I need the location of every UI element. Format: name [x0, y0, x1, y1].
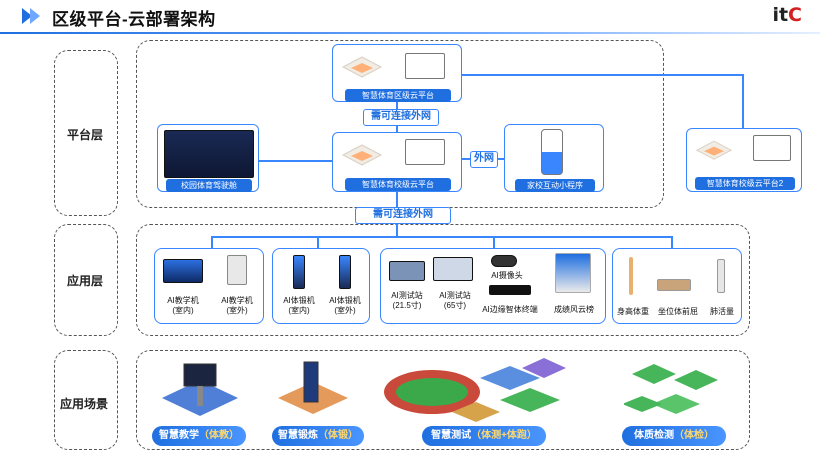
app-group-training: AI体锻机 (室内) AI体锻机 (室外) — [272, 248, 370, 324]
monitor-icon — [405, 53, 445, 79]
header: 区级平台-云部署架构 itC — [0, 0, 820, 32]
connector-bus-fitness — [671, 236, 673, 250]
phone-icon — [541, 129, 563, 175]
edge-terminal-label: AI边缘智体终端 — [482, 305, 538, 314]
application-layer-label: 应用层 — [67, 274, 104, 288]
cloud-server-icon — [695, 140, 733, 160]
dashboard-screen-icon — [164, 130, 254, 178]
brand-logo: itC — [772, 4, 802, 26]
lung-label: 肺活量 — [710, 307, 734, 316]
scene-fitness-button[interactable]: 体质检测（体检） — [622, 426, 726, 446]
height-weight-label: 身高体重 — [617, 307, 649, 316]
scene-layer-label: 应用场景 — [60, 397, 109, 411]
external-net-tag: 外网 — [470, 151, 498, 168]
connector-bus-train — [317, 236, 319, 250]
station-65-device-icon — [433, 257, 473, 281]
school-cloud-label: 智慧体育校级云平台 — [345, 178, 451, 191]
station-65-label: AI测试站 (65寸) — [439, 291, 471, 310]
connector-bus-teach — [211, 236, 213, 250]
teach-outdoor-label: AI教学机 (室外) — [221, 296, 253, 315]
monitor-icon — [405, 139, 445, 165]
cockpit-label: 校园体育驾驶舱 — [166, 179, 252, 192]
train-outdoor-label: AI体锻机 (室外) — [329, 296, 361, 315]
camera-device-icon — [491, 255, 517, 267]
need-external-net-tag-1: 需可连接外网 — [363, 109, 439, 126]
scene-training-button[interactable]: 智慧锻炼（体锻） — [272, 426, 364, 446]
page-title: 区级平台-云部署架构 — [52, 10, 216, 29]
teaching-scene-illustration — [162, 363, 238, 416]
testing-scene-illustration — [384, 358, 566, 422]
monitor-icon — [753, 135, 791, 161]
height-weight-device-icon — [629, 257, 633, 295]
need-external-net-tag-2: 需可连接外网 — [355, 207, 451, 224]
training-scene-illustration — [278, 361, 348, 414]
connector-district-to-school2 — [462, 74, 743, 76]
teaching-outdoor-device-icon — [227, 255, 247, 285]
connector-to-school2-down — [742, 74, 744, 128]
cloud-server-icon — [341, 56, 383, 78]
connector-cockpit-to-school — [258, 160, 334, 162]
fitness-scene-illustration — [624, 364, 718, 414]
station-21-label: AI测试站 (21.5寸) — [391, 291, 423, 310]
sit-reach-label: 坐位体前屈 — [658, 307, 698, 316]
platform-layer-label: 平台层 — [67, 128, 104, 142]
scene-teaching-button[interactable]: 智慧教学（体教） — [152, 426, 246, 446]
camera-label: AI摄像头 — [491, 271, 523, 280]
app-group-fitness: 身高体重 坐位体前屈 肺活量 — [612, 248, 742, 324]
teach-indoor-label: AI教学机 (室内) — [167, 296, 199, 315]
train-indoor-label: AI体锻机 (室内) — [283, 296, 315, 315]
district-cloud-label: 智慧体育区级云平台 — [345, 89, 451, 102]
school-cloud-card[interactable]: 智慧体育校级云平台 — [332, 132, 462, 192]
lung-device-icon — [717, 259, 725, 293]
app-group-teaching: AI教学机 (室内) AI教学机 (室外) — [154, 248, 264, 324]
scene-layer-box — [136, 350, 750, 450]
scene-testing-button[interactable]: 智慧测试（体测+体跑） — [422, 426, 546, 446]
connector-bus-test — [493, 236, 495, 250]
application-layer-label-box — [54, 224, 118, 336]
edge-terminal-device-icon — [489, 285, 531, 295]
cloud-server-icon — [341, 144, 383, 166]
scene-layer-label-box — [54, 350, 118, 450]
district-cloud-card[interactable]: 智慧体育区级云平台 — [332, 44, 462, 102]
cockpit-card[interactable]: 校园体育驾驶舱 — [157, 124, 259, 192]
score-board-label: 成绩风云榜 — [554, 305, 594, 314]
sit-reach-device-icon — [657, 279, 691, 291]
station-21-device-icon — [389, 261, 425, 281]
logo-icon — [22, 8, 40, 24]
teaching-indoor-device-icon — [163, 259, 203, 283]
application-layer-box — [136, 224, 750, 336]
header-divider — [0, 32, 820, 34]
school-cloud-2-card[interactable]: 智慧体育校级云平台2 — [686, 128, 802, 192]
training-outdoor-device-icon — [339, 255, 351, 289]
miniprogram-label: 家校互动小程序 — [515, 179, 595, 192]
app-group-testing: AI摄像头 AI测试站 (21.5寸) AI测试站 (65寸) AI边缘智体终端… — [380, 248, 606, 324]
score-board-device-icon — [555, 253, 591, 293]
platform-layer-label-box — [54, 50, 118, 216]
training-indoor-device-icon — [293, 255, 305, 289]
school-cloud-2-label: 智慧体育校级云平台2 — [695, 177, 795, 190]
miniprogram-card[interactable]: 家校互动小程序 — [504, 124, 604, 192]
connector-apps-bus — [211, 236, 671, 238]
